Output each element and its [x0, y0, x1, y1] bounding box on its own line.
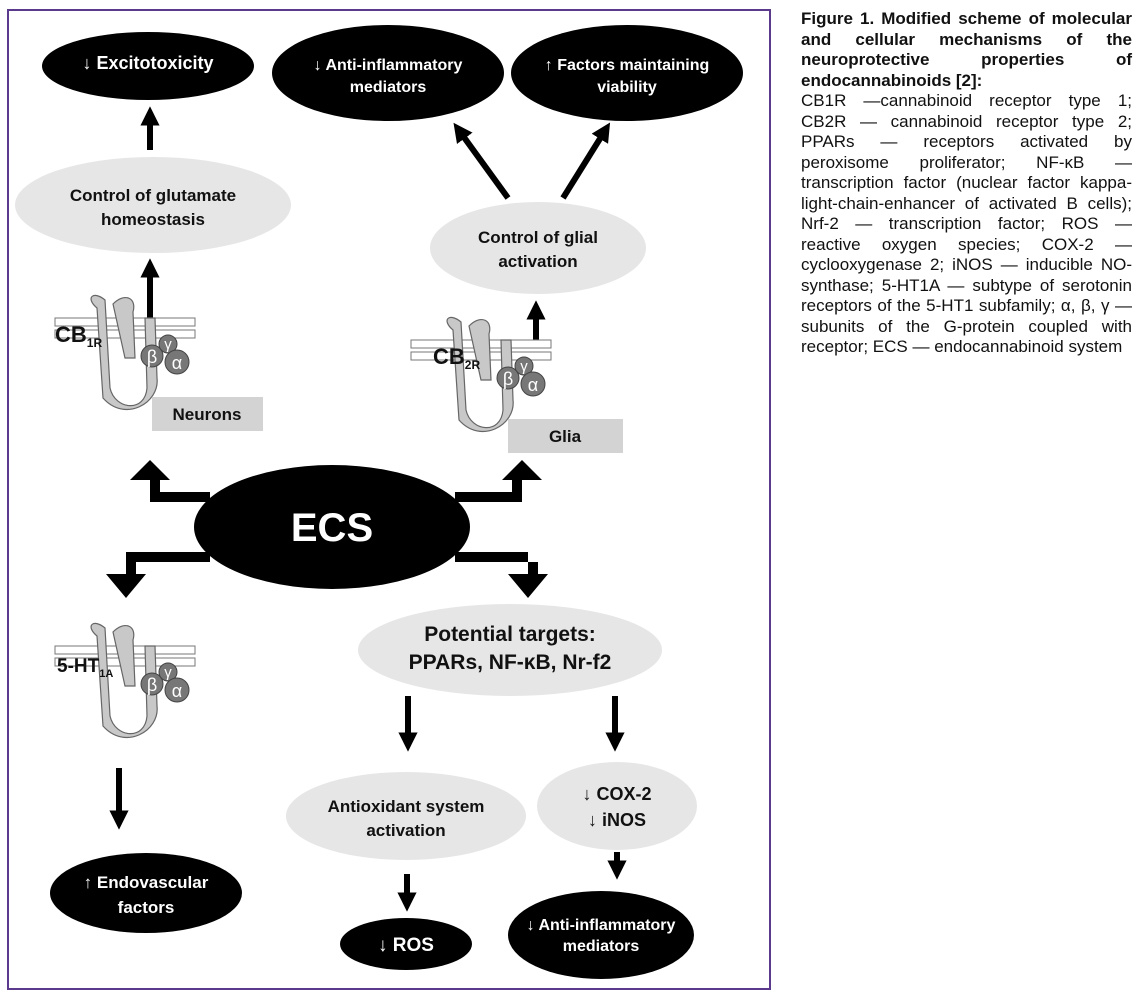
targets-node: [358, 604, 662, 696]
cb1-receptor: CB1R β γ α: [54, 294, 196, 411]
anti-inflammatory-bottom-line2: mediators: [563, 938, 640, 955]
diagram: ↓ Excitotoxicity Control of glutamate ho…: [15, 25, 743, 979]
cb2-gamma: γ: [520, 358, 528, 375]
ht1a-gamma: γ: [164, 664, 172, 681]
viability-line2: viability: [597, 79, 657, 96]
caption-body: CB1R —cannabinoid receptor type 1; CB2R …: [801, 91, 1132, 356]
cb1-alpha: α: [172, 353, 182, 373]
neurons-label: Neurons: [173, 405, 242, 424]
cox2-label: ↓ COX-2: [582, 784, 651, 804]
excitotoxicity-label: ↓ Excitotoxicity: [82, 53, 213, 73]
anti-inflammatory-bottom-line1: ↓ Anti-inflammatory: [527, 917, 676, 934]
glia-box: [508, 419, 623, 453]
antioxidant-line2: activation: [366, 821, 445, 840]
ht1a-receptor: 5-HT1A β γ α: [54, 622, 196, 739]
figure-caption: Figure 1. Modified scheme of molecular a…: [801, 9, 1132, 358]
glutamate-node: [15, 157, 291, 253]
neurons-box: [152, 397, 263, 431]
endovascular-node: [50, 853, 242, 933]
anti-inflammatory-top-line2: mediators: [350, 79, 427, 96]
glial-line1: Control of glial: [478, 228, 598, 247]
ros-label: ↓ ROS: [378, 935, 434, 956]
ecs-label: ECS: [291, 506, 373, 550]
antioxidant-line1: Antioxidant system: [328, 797, 485, 816]
arrow-glial-to-viability: [560, 122, 611, 200]
ros-node: [340, 918, 472, 970]
anti-inflammatory-top-node: [272, 25, 504, 121]
ht1a-beta: β: [147, 675, 157, 695]
endovascular-line1: ↑ Endovascular: [84, 873, 209, 892]
antioxidant-node: [286, 772, 526, 860]
cb2-label: CB2R: [433, 344, 480, 372]
viability-line1: ↑ Factors maintaining: [545, 57, 709, 74]
cb2-alpha: α: [528, 375, 538, 395]
caption-title: Figure 1. Modified scheme of molecular a…: [801, 9, 1132, 90]
targets-line1: Potential targets:: [424, 623, 596, 646]
ht1a-alpha: α: [172, 681, 182, 701]
anti-inflammatory-bottom-node: [508, 891, 694, 979]
cb1-label: CB1R: [55, 322, 102, 350]
ecs-node: [194, 465, 470, 589]
endovascular-line2: factors: [118, 898, 175, 917]
glutamate-label-line2: homeostasis: [101, 210, 205, 229]
glial-line2: activation: [498, 252, 577, 271]
glutamate-label-line1: Control of glutamate: [70, 186, 236, 205]
viability-node: [511, 25, 743, 121]
cox2-inos-node: [537, 762, 697, 850]
excitotoxicity-node: [42, 32, 254, 100]
glial-node: [430, 202, 646, 294]
ht1a-label: 5-HT1A: [57, 656, 113, 680]
cb2-beta: β: [503, 369, 513, 389]
arrow-glial-to-anti-inflammatory: [453, 122, 511, 200]
cb1-beta: β: [147, 347, 157, 367]
ecs-outlets: [106, 460, 548, 598]
anti-inflammatory-top-line1: ↓ Anti-inflammatory: [314, 57, 463, 74]
inos-label: ↓ iNOS: [588, 810, 646, 830]
targets-line2: PPARs, NF-κB, Nr-f2: [409, 651, 612, 674]
cb1-gamma: γ: [164, 336, 172, 353]
glia-label: Glia: [549, 427, 582, 446]
cb2-receptor: CB2R β γ α: [410, 316, 552, 433]
